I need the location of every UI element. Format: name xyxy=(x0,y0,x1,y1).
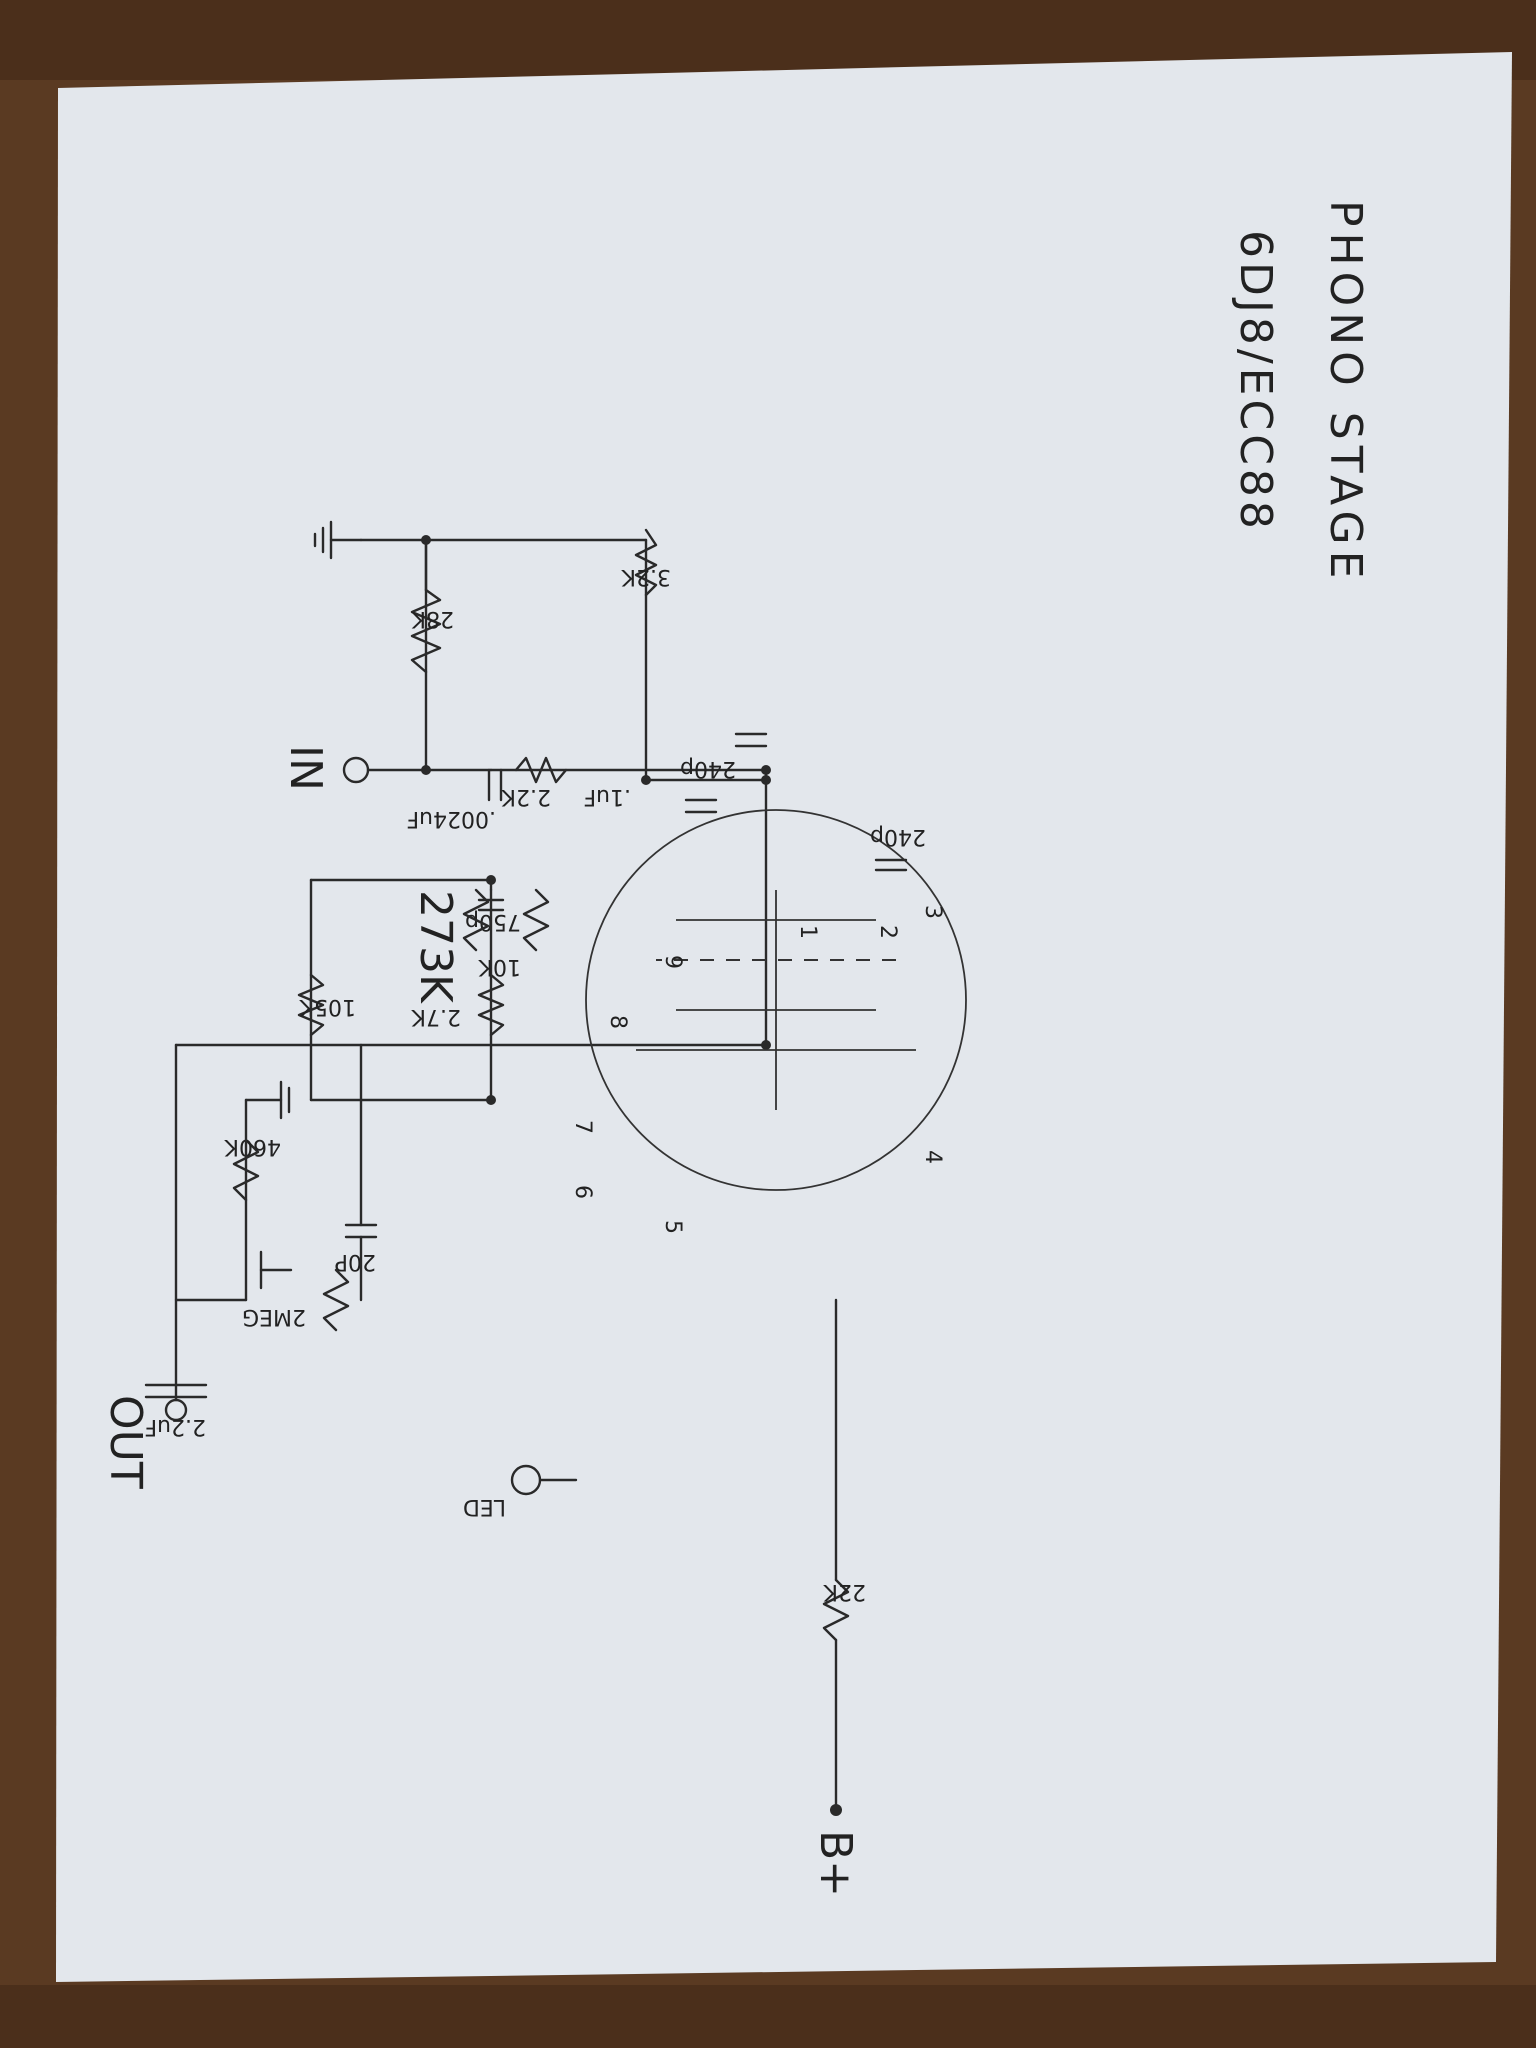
output-terminal xyxy=(164,1043,188,1422)
pin-9: 9 xyxy=(660,955,685,969)
label-led: LED xyxy=(463,1494,506,1519)
input-terminal xyxy=(342,756,428,784)
capacitor-2-2uf xyxy=(144,1383,208,1399)
paper-sheet xyxy=(56,52,1512,1982)
pin-4: 4 xyxy=(920,1150,945,1164)
resistor-10k xyxy=(522,888,550,952)
resistor-105k xyxy=(297,973,325,1037)
tube-internals xyxy=(636,890,916,1110)
resistor-28k xyxy=(410,588,442,674)
resistor-22k xyxy=(822,1578,850,1642)
label-out: OUT xyxy=(100,1395,151,1489)
label-in: IN xyxy=(280,745,331,791)
label-105k: 105K xyxy=(299,994,356,1019)
label-28k: 28K xyxy=(411,606,454,631)
resistor-273k xyxy=(462,888,490,952)
capacitor-240p-b xyxy=(874,858,908,872)
title-line-1: PHONO STAGE xyxy=(1320,200,1371,584)
pin-2: 2 xyxy=(875,925,900,939)
capacitor-0024uf xyxy=(487,768,503,802)
resistor-2-7k xyxy=(477,973,505,1037)
pin-1: 1 xyxy=(795,925,820,939)
label-1uf: .1uF xyxy=(583,784,631,809)
resistor-3-2k xyxy=(634,528,658,597)
ground-symbol-460k xyxy=(244,1080,291,1120)
schematic-drawing: PHONO STAGE 6DJ8/ECC88 28K 3.2K xyxy=(100,200,1371,1897)
label-750p: 750p xyxy=(465,909,521,934)
capacitor-240p-a xyxy=(734,732,768,748)
led-indicator xyxy=(510,1464,578,1496)
title-line-2: 6DJ8/ECC88 xyxy=(1230,230,1281,533)
label-2-7k: 2.7K xyxy=(411,1004,461,1029)
tube-envelope xyxy=(585,809,967,1191)
label-2-2uf: 2.2uF xyxy=(144,1414,206,1439)
label-240p-a: 240p xyxy=(680,756,736,781)
pin-7: 7 xyxy=(570,1120,595,1134)
wood-grain-strip-bottom xyxy=(0,1985,1536,2048)
label-20p: 20P xyxy=(335,1249,376,1274)
pin-8: 8 xyxy=(605,1015,630,1029)
pin-6: 6 xyxy=(570,1185,595,1199)
label-0024uf: .0024uF xyxy=(406,806,496,831)
label-10k: 10K xyxy=(478,954,521,979)
capacitor-1uf xyxy=(684,798,718,814)
resistor-2-2k xyxy=(514,756,568,784)
pin-5: 5 xyxy=(660,1220,685,1234)
resistor-2meg xyxy=(322,1268,350,1332)
label-460k: 460K xyxy=(224,1134,281,1159)
label-273k: 273K xyxy=(410,890,461,1004)
label-3-2k: 3.2K xyxy=(621,564,671,589)
ground-symbol-top xyxy=(313,520,363,560)
label-bplus: B+ xyxy=(810,1830,861,1897)
label-2-2k: 2.2K xyxy=(501,784,551,809)
pin-3: 3 xyxy=(920,905,945,919)
label-2meg: 2MEG xyxy=(242,1304,306,1329)
label-22k: 22K xyxy=(823,1579,866,1604)
ground-symbol-2meg xyxy=(259,1250,293,1290)
label-240p-b: 240p xyxy=(870,824,926,849)
